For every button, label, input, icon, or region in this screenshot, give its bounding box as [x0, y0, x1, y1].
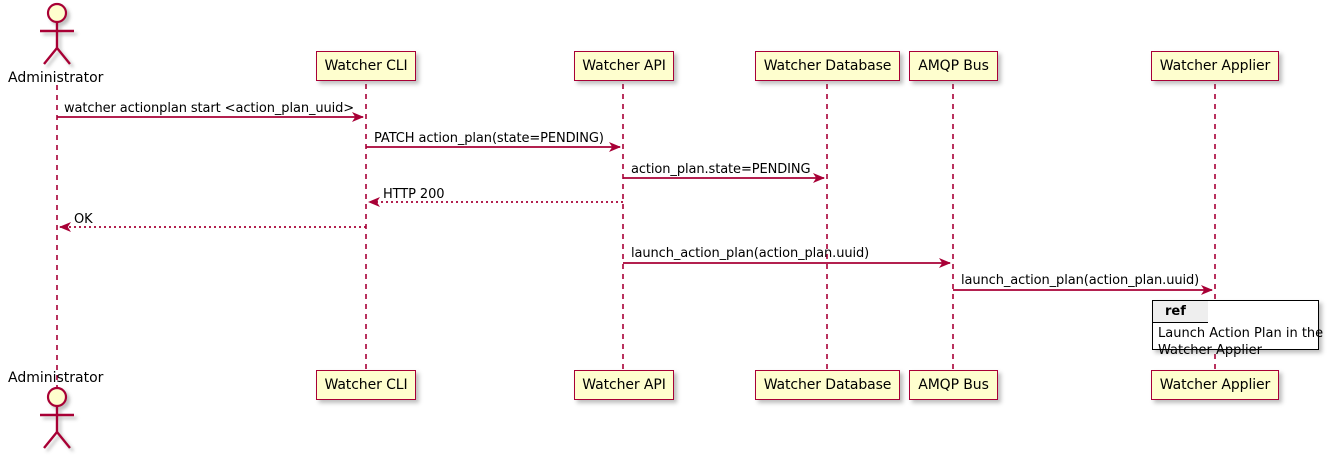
- message-label-4: HTTP 200: [383, 187, 445, 202]
- participant-box-watcher-cli-top[interactable]: Watcher CLI: [316, 51, 416, 81]
- participant-box-watcher-applier-bottom[interactable]: Watcher Applier: [1151, 370, 1279, 400]
- participant-box-watcher-cli-bottom[interactable]: Watcher CLI: [316, 370, 416, 400]
- actor-figure-administrator-top: [40, 2, 74, 65]
- participant-box-watcher-api-top[interactable]: Watcher API: [574, 51, 674, 81]
- participant-box-watcher-applier-top[interactable]: Watcher Applier: [1151, 51, 1279, 81]
- participant-label: Watcher Database: [763, 377, 892, 393]
- actor-label-administrator-bottom: Administrator: [8, 370, 104, 386]
- participant-box-watcher-database-bottom[interactable]: Watcher Database: [755, 370, 900, 400]
- ref-fragment-line-2: Watcher Applier: [1158, 343, 1262, 358]
- ref-fragment-tab-label: ref: [1165, 304, 1186, 319]
- participant-label: Watcher Database: [763, 58, 892, 74]
- message-arrows: [57, 112, 1213, 295]
- message-label-2: PATCH action_plan(state=PENDING): [374, 131, 604, 146]
- participant-label: Watcher CLI: [324, 58, 408, 74]
- message-label-3: action_plan.state=PENDING: [631, 162, 811, 177]
- participant-box-amqp-bus-bottom[interactable]: AMQP Bus: [909, 370, 998, 400]
- participant-label: Watcher Applier: [1159, 58, 1271, 74]
- participant-label: Watcher CLI: [324, 377, 408, 393]
- participant-box-amqp-bus-top[interactable]: AMQP Bus: [909, 51, 998, 81]
- actor-label-administrator-top: Administrator: [8, 70, 104, 86]
- participant-box-watcher-database-top[interactable]: Watcher Database: [755, 51, 900, 81]
- ref-fragment-body: Launch Action Plan in the Watcher Applie…: [1158, 325, 1323, 359]
- participant-label: Watcher Applier: [1159, 377, 1271, 393]
- ref-fragment-line-1: Launch Action Plan in the: [1158, 326, 1324, 341]
- participant-box-watcher-api-bottom[interactable]: Watcher API: [574, 370, 674, 400]
- message-label-6: launch_action_plan(action_plan.uuid): [631, 246, 870, 261]
- participant-label: AMQP Bus: [918, 58, 989, 74]
- message-label-1: watcher actionplan start <action_plan_uu…: [64, 101, 355, 116]
- participant-label: Watcher API: [582, 377, 666, 393]
- ref-fragment-tab-notch: [1208, 301, 1222, 323]
- participant-label: Watcher API: [582, 58, 666, 74]
- actor-figure-administrator-bottom: [40, 386, 74, 449]
- ref-fragment[interactable]: ref Launch Action Plan in the Watcher Ap…: [1152, 300, 1323, 358]
- message-label-5: OK: [74, 212, 93, 227]
- message-label-7: launch_action_plan(action_plan.uuid): [961, 273, 1200, 288]
- participant-label: AMQP Bus: [918, 377, 989, 393]
